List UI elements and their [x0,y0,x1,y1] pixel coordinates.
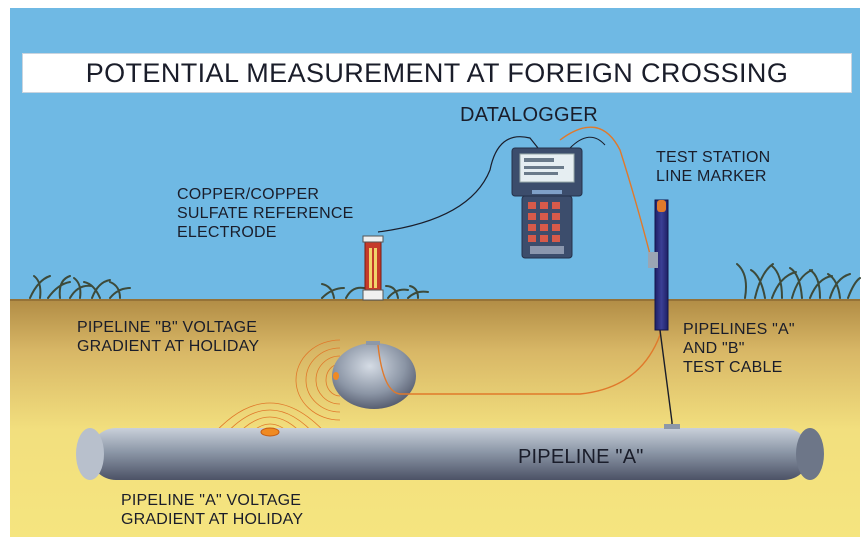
electrode-lead [377,136,539,233]
electrode-icon [362,235,384,301]
pipeline-icon [76,428,824,480]
diagram-title: POTENTIAL MEASUREMENT AT FOREIGN CROSSIN… [85,57,789,88]
datalogger-label: DATALOGGER [460,104,598,126]
test-cable [377,259,661,395]
holiday-icon [333,372,339,380]
electrode-label: COPPER/COPPER SULFATE REFERENCE ELECTROD… [177,186,354,241]
marker-lead [569,136,606,149]
grass-icon [736,263,861,299]
test-station-label: TEST STATION LINE MARKER [656,149,771,185]
marker-post-icon [648,199,669,331]
pipeline-b-icon [332,343,416,409]
soil-background [10,299,860,537]
pipeline-a-gradient-label: PIPELINE "A" VOLTAGE GRADIENT AT HOLIDAY [121,492,304,528]
grass-icon [29,275,131,299]
test-cable-label: PIPELINES "A" AND "B" TEST CABLE [683,321,795,376]
datalogger-icon [511,147,583,259]
title-banner: POTENTIAL MEASUREMENT AT FOREIGN CROSSIN… [22,53,852,93]
pipeline-a-label: PIPELINE "A" [518,446,644,468]
pipeline-b-gradient-label: PIPELINE "B" VOLTAGE GRADIENT AT HOLIDAY [77,319,260,355]
holiday-icon [260,427,280,437]
marker-lead [559,126,653,263]
grass-icon [321,283,429,299]
